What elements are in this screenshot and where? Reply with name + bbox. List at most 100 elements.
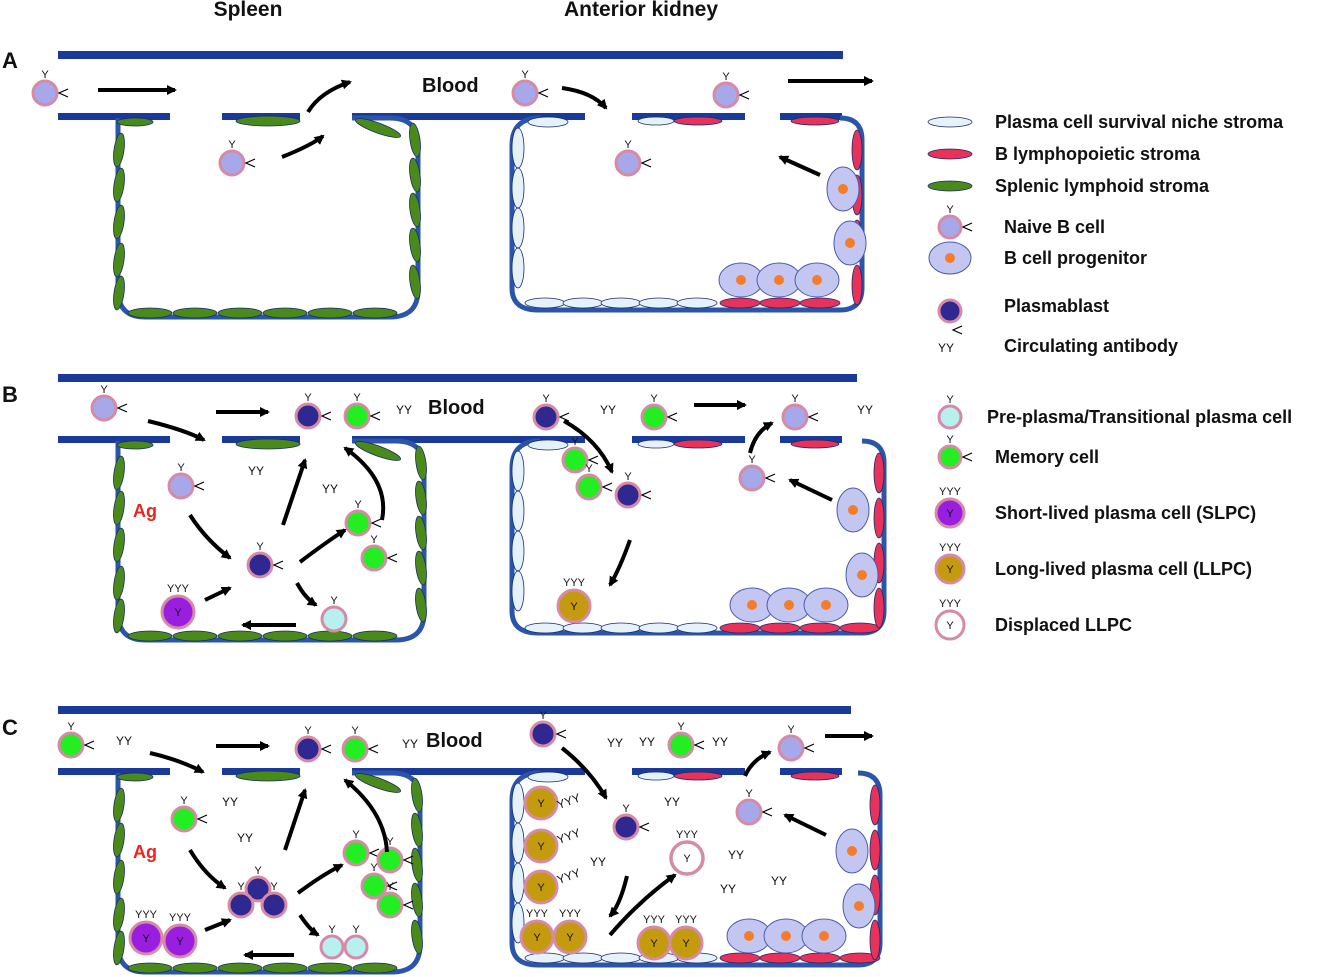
displaced-llpc — [669, 840, 705, 876]
niche-stroma-cell — [511, 862, 525, 904]
blood-vessel-wall — [58, 436, 170, 443]
migration-arrow — [608, 873, 677, 937]
lymphopoietic-stroma-cell — [869, 829, 881, 871]
progenitor-cell — [836, 487, 870, 533]
b-cell-receptor — [370, 518, 382, 528]
legend-label: Naive B cell — [1004, 217, 1105, 237]
splenic-stroma-cell — [113, 787, 125, 823]
panel-label-c: C — [2, 715, 18, 740]
preplasma-cell: Y — [343, 924, 369, 960]
splenic-stroma-cell — [307, 630, 353, 642]
memory-cell — [343, 402, 371, 430]
migration-arrow — [788, 478, 833, 502]
plasmablast-cell: Y — [244, 865, 272, 903]
memory-cell: Y — [360, 534, 388, 572]
splenic-stroma-cell — [127, 630, 173, 642]
plasmablast — [244, 875, 272, 903]
secreted-antibody: YYY — [555, 826, 582, 847]
niche-stroma-cell — [562, 622, 604, 634]
memory-cell — [341, 735, 369, 763]
splenic-stroma-cell — [172, 307, 218, 319]
niche-stroma-cell — [511, 490, 525, 532]
splenic-stroma-cell — [113, 490, 125, 526]
antibody-mark: Y — [537, 882, 545, 894]
antibody-mark: YYY — [559, 908, 582, 920]
memory-cell: Y — [575, 463, 603, 501]
memory-cell — [640, 403, 668, 431]
naive-b-cell-icon: Y — [937, 204, 973, 240]
progenitor-cell — [835, 828, 869, 874]
antibody-mark: Y — [352, 924, 360, 936]
lymphopoietic-stroma-cell — [799, 622, 841, 634]
legend-item: Splenic lymphoid stroma — [927, 176, 1210, 196]
antibody-mark: Y — [542, 393, 550, 405]
splenic-stroma-cell — [409, 157, 421, 193]
circulating-antibody: YY — [402, 737, 418, 751]
splenic-stroma-cell — [235, 438, 301, 450]
plasmablast — [614, 481, 642, 509]
niche-stroma-cell — [527, 439, 569, 451]
naive-b-cell — [614, 149, 642, 177]
naive-b-cell — [738, 464, 766, 492]
b-cell-receptor — [320, 744, 332, 754]
splenic-stroma-cell — [113, 930, 125, 966]
circulating-antibody: YY — [116, 734, 132, 748]
progenitor-nucleus — [838, 184, 848, 194]
niche-stroma-cell — [511, 822, 525, 864]
antibody-mark: Y — [650, 938, 658, 950]
antibody-mark: Y — [256, 541, 264, 553]
b-cell-receptor — [693, 740, 705, 750]
progenitor-nucleus — [845, 238, 855, 248]
legend-item: Plasma cell survival niche stroma — [927, 112, 1284, 132]
migration-arrow — [561, 86, 608, 110]
antibody-mark: Y — [682, 938, 690, 950]
progenitor-cell — [794, 262, 840, 298]
preplasma-cell: Y — [319, 924, 345, 960]
memory-cell — [360, 544, 388, 572]
antibody-mark: Y — [386, 836, 394, 848]
blood-vessel-wall — [352, 113, 585, 120]
antigen-label-c: Ag — [133, 842, 157, 862]
antibody-mark: YY — [938, 341, 954, 355]
long-lived-plasma-cell — [523, 785, 559, 821]
llpc-cell: Y — [523, 869, 559, 905]
antibody-mark: Y — [354, 499, 362, 511]
naive-b-cell — [167, 472, 195, 500]
plasmablast-cell: Y — [532, 393, 560, 431]
memory-cell: Y — [667, 721, 695, 759]
antibody-mark: Y — [304, 392, 312, 404]
memory-cell: Y — [170, 795, 198, 833]
short-lived-plasma-cell — [160, 594, 196, 630]
lymphopoietic-stroma-cell — [869, 784, 881, 826]
progenitor-nucleus — [847, 846, 857, 856]
splenic-stroma-cell — [262, 307, 308, 319]
niche-stroma-cell — [676, 622, 718, 634]
blood-vessel-top — [58, 374, 857, 382]
plasmablast-cell: Y — [227, 881, 255, 919]
niche-stroma-cell — [511, 530, 525, 572]
antibody-mark: Y — [521, 69, 529, 81]
antibody-mark: Y — [624, 139, 632, 151]
antibody-mark: Y — [622, 803, 630, 815]
progenitor-nucleus — [854, 901, 864, 911]
blood-vessel-wall — [780, 768, 842, 775]
lymphopoietic-stroma-cell — [873, 497, 885, 539]
circulating-antibody: YY — [600, 403, 616, 417]
lymphopoietic-stroma-cell — [790, 116, 840, 126]
naive-cell: Y — [31, 69, 59, 107]
splenic-stroma-cell — [113, 897, 125, 933]
antibody-mark: Y — [41, 69, 49, 81]
long-lived-plasma-cell — [556, 588, 592, 624]
progenitor-nucleus — [736, 275, 746, 285]
migration-arrows — [98, 76, 874, 960]
secreted-antibody: YYY — [555, 791, 582, 812]
antibody-mark: Y — [351, 725, 359, 737]
